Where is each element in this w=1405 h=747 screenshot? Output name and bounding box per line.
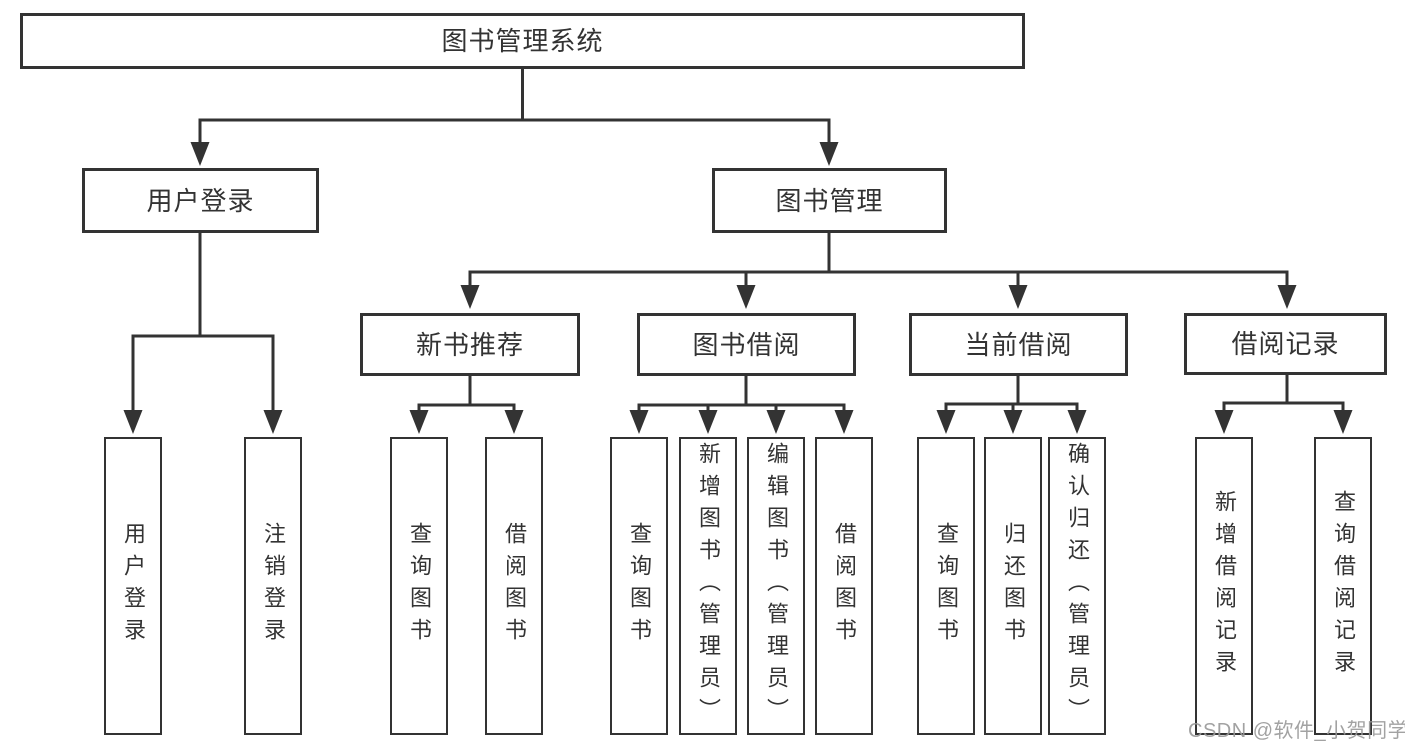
leaf-user-login: 用户登录 [104, 437, 162, 735]
node-label: 借阅记录 [1231, 329, 1340, 359]
leaf-borrow-add-books-admin: 新增图书（管理员） [679, 437, 737, 735]
node-label: 图书管理 [775, 185, 884, 216]
watermark: CSDN @软件_小贺同学 [1188, 720, 1405, 742]
leaf-logout: 注销登录 [244, 437, 302, 735]
node-label: 查询图书 [407, 522, 432, 650]
node-label: 新增图书（管理员） [696, 442, 721, 730]
node-current-borrow: 当前借阅 [909, 313, 1128, 376]
node-borrow-records: 借阅记录 [1184, 313, 1387, 375]
node-label: 编辑图书（管理员） [764, 442, 789, 730]
node-label: 注销登录 [261, 522, 286, 650]
node-label: 当前借阅 [964, 329, 1073, 360]
node-book-management: 图书管理 [712, 168, 947, 233]
node-label: 查询图书 [934, 522, 959, 650]
leaf-newbooks-query-books: 查询图书 [390, 437, 448, 735]
node-label: 借阅图书 [502, 522, 527, 650]
leaf-borrow-edit-books-admin: 编辑图书（管理员） [747, 437, 805, 735]
node-label: 归还图书 [1001, 522, 1026, 650]
node-label: 新书推荐 [415, 329, 524, 360]
node-root: 图书管理系统 [20, 13, 1025, 69]
node-label: 用户登录 [146, 185, 255, 216]
node-label: 确认归还（管理员） [1065, 442, 1090, 730]
leaf-records-query-record: 查询借阅记录 [1314, 437, 1372, 735]
leaf-current-return-books: 归还图书 [984, 437, 1042, 735]
leaf-current-confirm-return-admin: 确认归还（管理员） [1048, 437, 1106, 735]
leaf-borrow-query-books: 查询图书 [610, 437, 668, 735]
node-new-book-recommend: 新书推荐 [360, 313, 580, 376]
node-label: 图书管理系统 [441, 26, 604, 56]
leaf-borrow-borrow-books: 借阅图书 [815, 437, 873, 735]
leaf-current-query-books: 查询图书 [917, 437, 975, 735]
leaf-newbooks-borrow-books: 借阅图书 [485, 437, 543, 735]
node-label: 新增借阅记录 [1212, 490, 1237, 682]
node-label: 借阅图书 [832, 522, 857, 650]
node-label: 查询借阅记录 [1331, 490, 1356, 682]
node-label: 用户登录 [121, 522, 146, 650]
node-label: 图书借阅 [692, 329, 801, 360]
node-book-borrow: 图书借阅 [637, 313, 856, 376]
leaf-records-add-record: 新增借阅记录 [1195, 437, 1253, 735]
arrowhead-icons [123, 142, 1353, 434]
node-user-login: 用户登录 [82, 168, 319, 233]
node-label: 查询图书 [627, 522, 652, 650]
